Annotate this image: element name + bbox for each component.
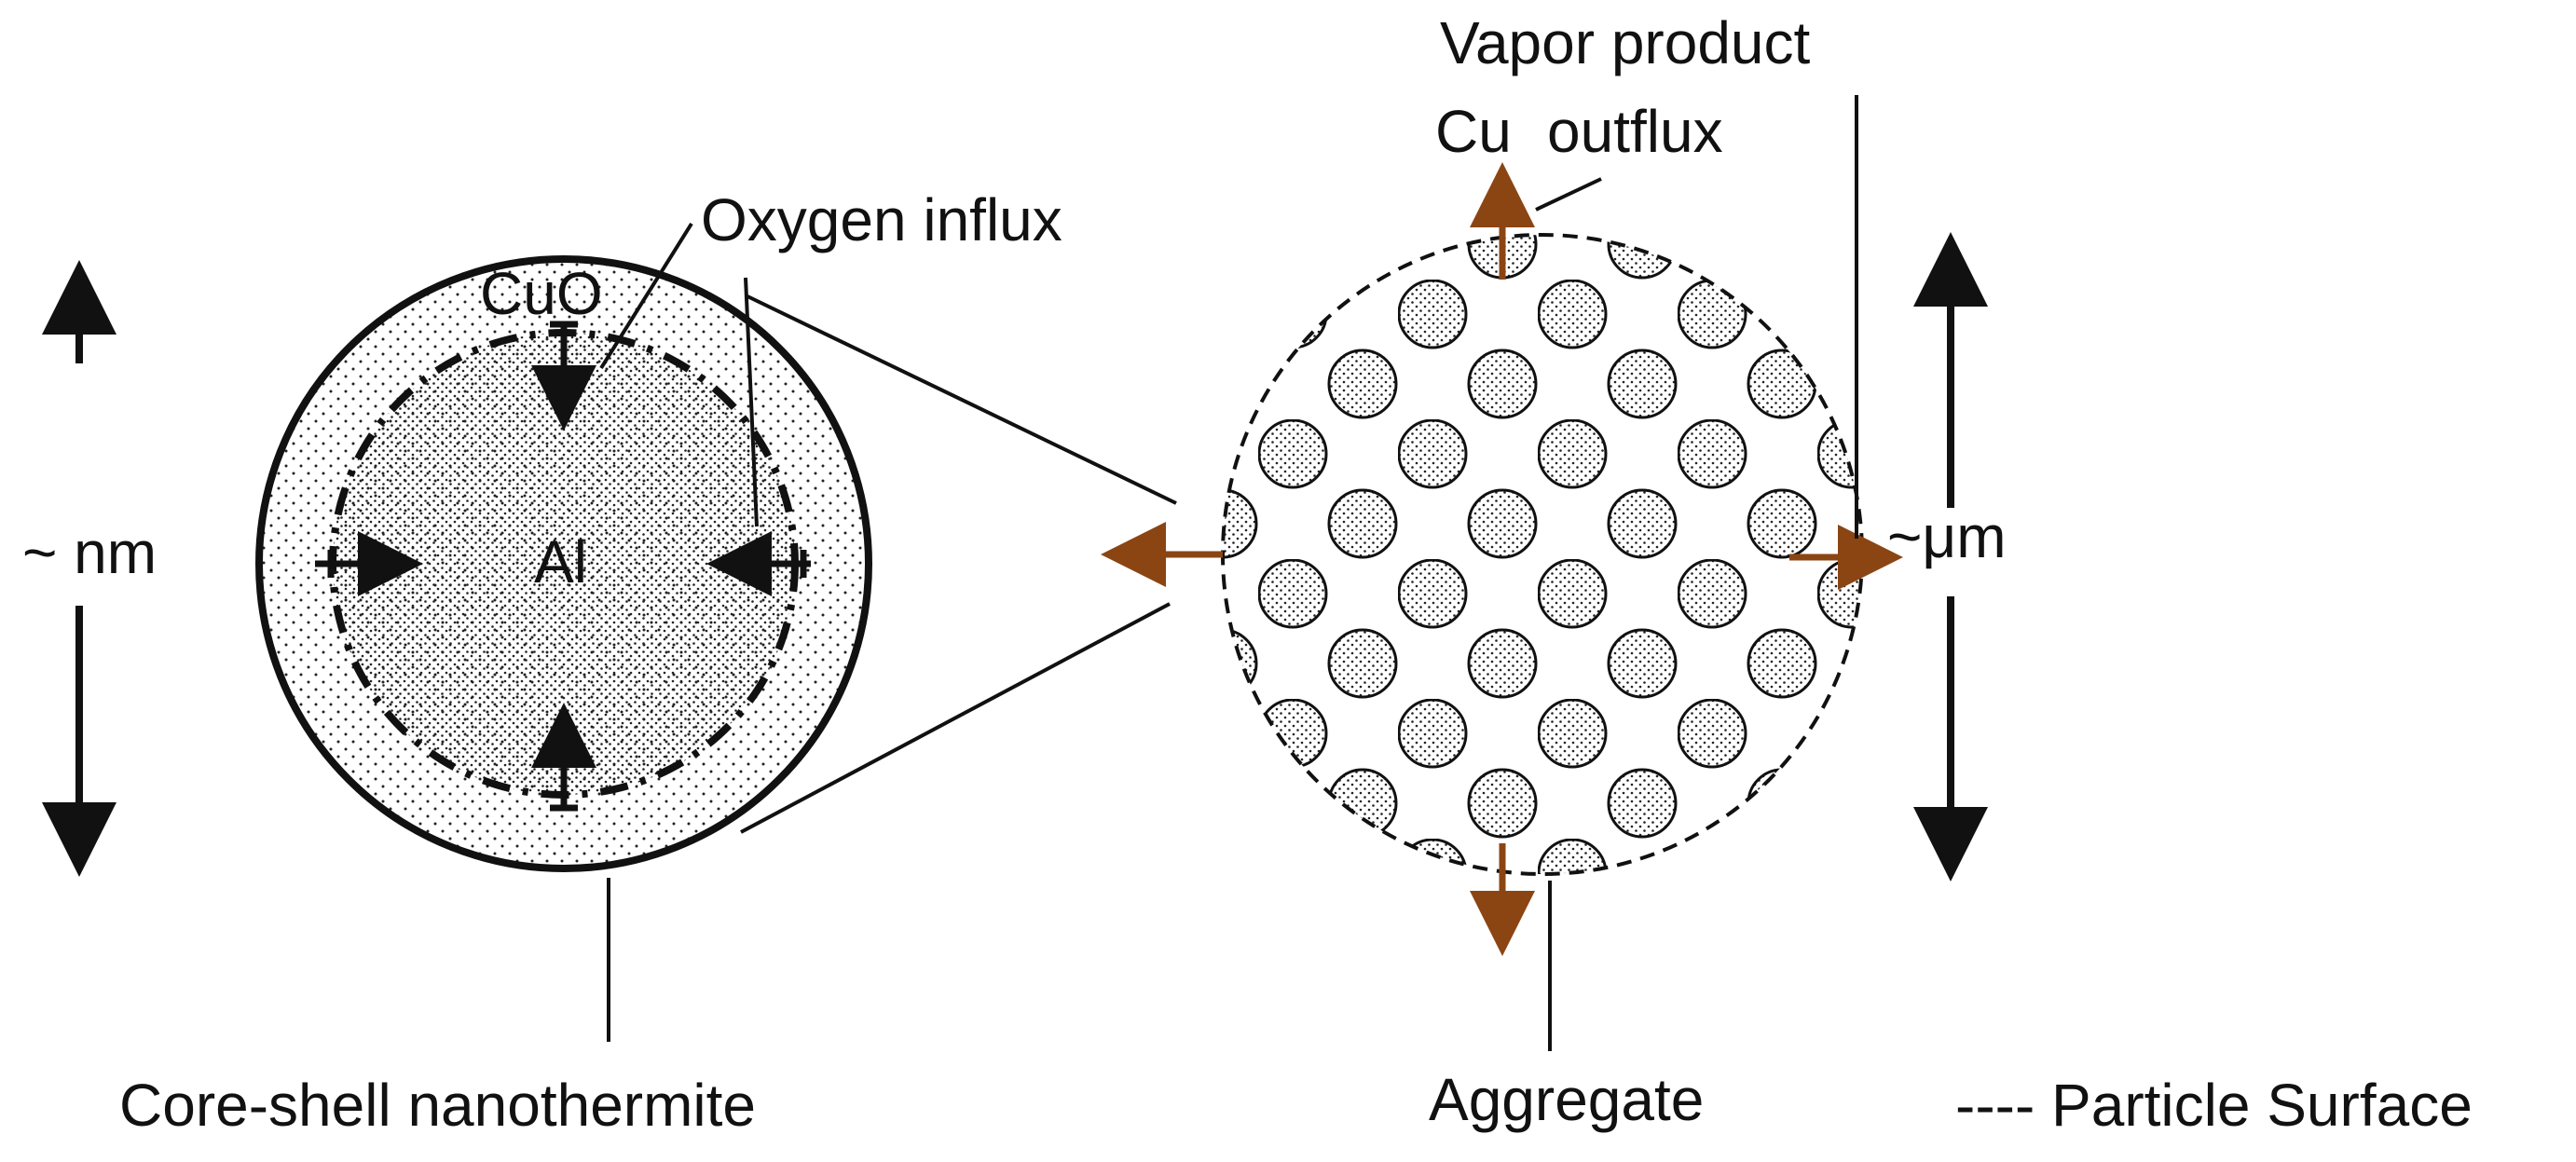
vapor-product-label: Vapor product: [1440, 9, 1811, 76]
nm-scale-label: ~ nm: [22, 519, 157, 586]
core-shell-label: Core-shell nanothermite: [119, 1072, 756, 1139]
oxygen-influx-label: Oxygen influx: [701, 186, 1062, 253]
oxygen-pointer-left: [599, 222, 693, 370]
cu-outflux-arrows: [1101, 162, 1903, 956]
cuo-label: CuO: [480, 260, 603, 327]
oxygen-pointer-right: [744, 277, 759, 527]
um-scale-label: ~μm: [1887, 503, 2007, 570]
cu-label: Cu: [1435, 98, 1512, 165]
zoom-line-bottom: [740, 602, 1171, 834]
aggregate-label: Aggregate: [1429, 1066, 1704, 1133]
outflux-pointer: [1535, 177, 1602, 212]
core-shell-particle: [255, 222, 872, 1042]
al-label: Al: [534, 528, 587, 595]
zoom-line-top: [747, 294, 1177, 505]
aggregate-cluster: [1101, 95, 1903, 1051]
legend-particle-surface: ---- Particle Surface: [1955, 1072, 2473, 1139]
outflux-label: outflux: [1547, 98, 1723, 165]
oxygen-influx-arrows: [315, 321, 811, 812]
al-core: [333, 333, 795, 795]
